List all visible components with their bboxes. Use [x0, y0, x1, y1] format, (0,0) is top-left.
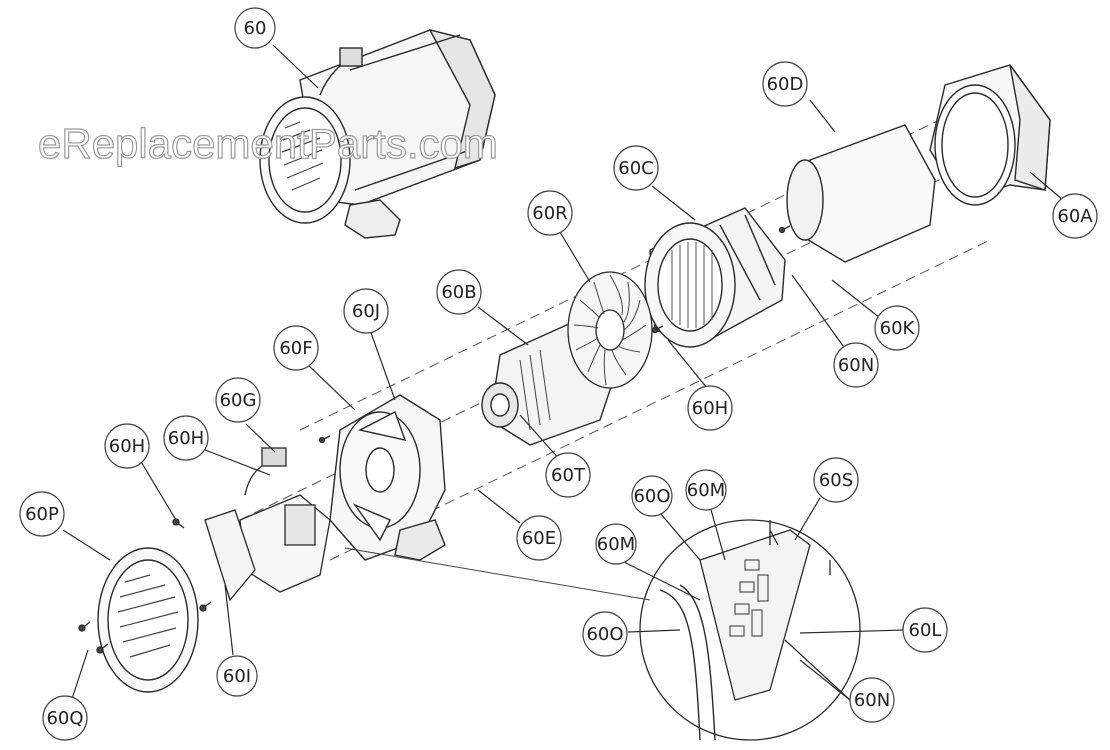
svg-text:60H: 60H: [168, 428, 204, 449]
callout-60R: 60R: [527, 190, 573, 236]
callout-60I: 60I: [216, 655, 258, 697]
svg-text:60D: 60D: [767, 74, 804, 95]
svg-text:60M: 60M: [687, 480, 725, 501]
callout-60N-top: 60N: [833, 342, 879, 388]
callout-60Q: 60Q: [42, 695, 88, 741]
fan-60R: [567, 271, 653, 389]
callouts: 60 60D 60A 60C 60R 60B 60J 60F 60K 60N 6…: [19, 7, 1098, 741]
callout-60: 60: [234, 7, 276, 49]
callout-60B: 60B: [436, 269, 482, 315]
callout-60G: 60G: [215, 377, 261, 423]
callout-60S: 60S: [813, 457, 859, 503]
svg-text:60H: 60H: [692, 398, 728, 419]
front-housing-60F: [329, 394, 446, 561]
callout-60H-left: 60H: [104, 423, 150, 469]
svg-text:60O: 60O: [586, 624, 623, 645]
svg-text:60G: 60G: [220, 390, 257, 411]
screws: [78, 225, 791, 654]
stator-60C: [644, 207, 786, 348]
svg-text:60J: 60J: [352, 301, 380, 322]
svg-text:60F: 60F: [279, 338, 312, 359]
callout-60D: 60D: [762, 61, 808, 107]
assembled-alternator: [259, 28, 496, 239]
callout-60M-left: 60M: [595, 523, 637, 565]
svg-text:60O: 60O: [633, 486, 670, 507]
svg-text:60K: 60K: [880, 318, 916, 339]
svg-text:60P: 60P: [25, 504, 59, 525]
svg-text:60R: 60R: [532, 203, 567, 224]
callout-60K: 60K: [874, 305, 920, 351]
plate-60I: [204, 509, 256, 602]
callout-60E: 60E: [516, 515, 562, 561]
svg-text:60L: 60L: [909, 620, 942, 641]
svg-text:60B: 60B: [441, 282, 476, 303]
callout-60P: 60P: [19, 491, 65, 537]
cover-60D: [786, 124, 936, 263]
watermark-text: eReplacementParts.com: [38, 120, 498, 167]
svg-text:60C: 60C: [618, 158, 653, 179]
brush-wiring-assembly: [239, 447, 331, 593]
svg-text:60Q: 60Q: [46, 708, 83, 729]
callout-60H-right: 60H: [687, 385, 733, 431]
callout-60A: 60A: [1052, 193, 1098, 239]
callout-60O-top: 60O: [631, 475, 673, 517]
svg-text:60H: 60H: [109, 436, 145, 457]
svg-text:60T: 60T: [551, 465, 586, 486]
callout-60H-mid: 60H: [163, 415, 209, 461]
callout-60O-left: 60O: [582, 611, 628, 657]
svg-text:60M: 60M: [597, 534, 635, 555]
detail-magnifier: [344, 519, 861, 741]
callout-60F: 60F: [273, 325, 319, 371]
callout-60J: 60J: [343, 288, 389, 334]
svg-text:60N: 60N: [854, 690, 890, 711]
svg-text:60I: 60I: [223, 666, 251, 687]
svg-text:60: 60: [244, 18, 267, 39]
callout-60N-bottom: 60N: [849, 677, 895, 723]
svg-text:60A: 60A: [1057, 206, 1093, 227]
svg-text:60S: 60S: [819, 470, 853, 491]
callout-60C: 60C: [613, 145, 659, 191]
svg-text:60N: 60N: [838, 355, 874, 376]
end-cover-60P: [97, 547, 199, 693]
callout-60T: 60T: [545, 452, 591, 498]
callout-60L: 60L: [902, 607, 948, 653]
callout-60M-top: 60M: [685, 469, 727, 511]
rear-housing-60A: [929, 64, 1051, 206]
svg-text:60E: 60E: [522, 528, 556, 549]
leader-lines: [62, 44, 1064, 706]
